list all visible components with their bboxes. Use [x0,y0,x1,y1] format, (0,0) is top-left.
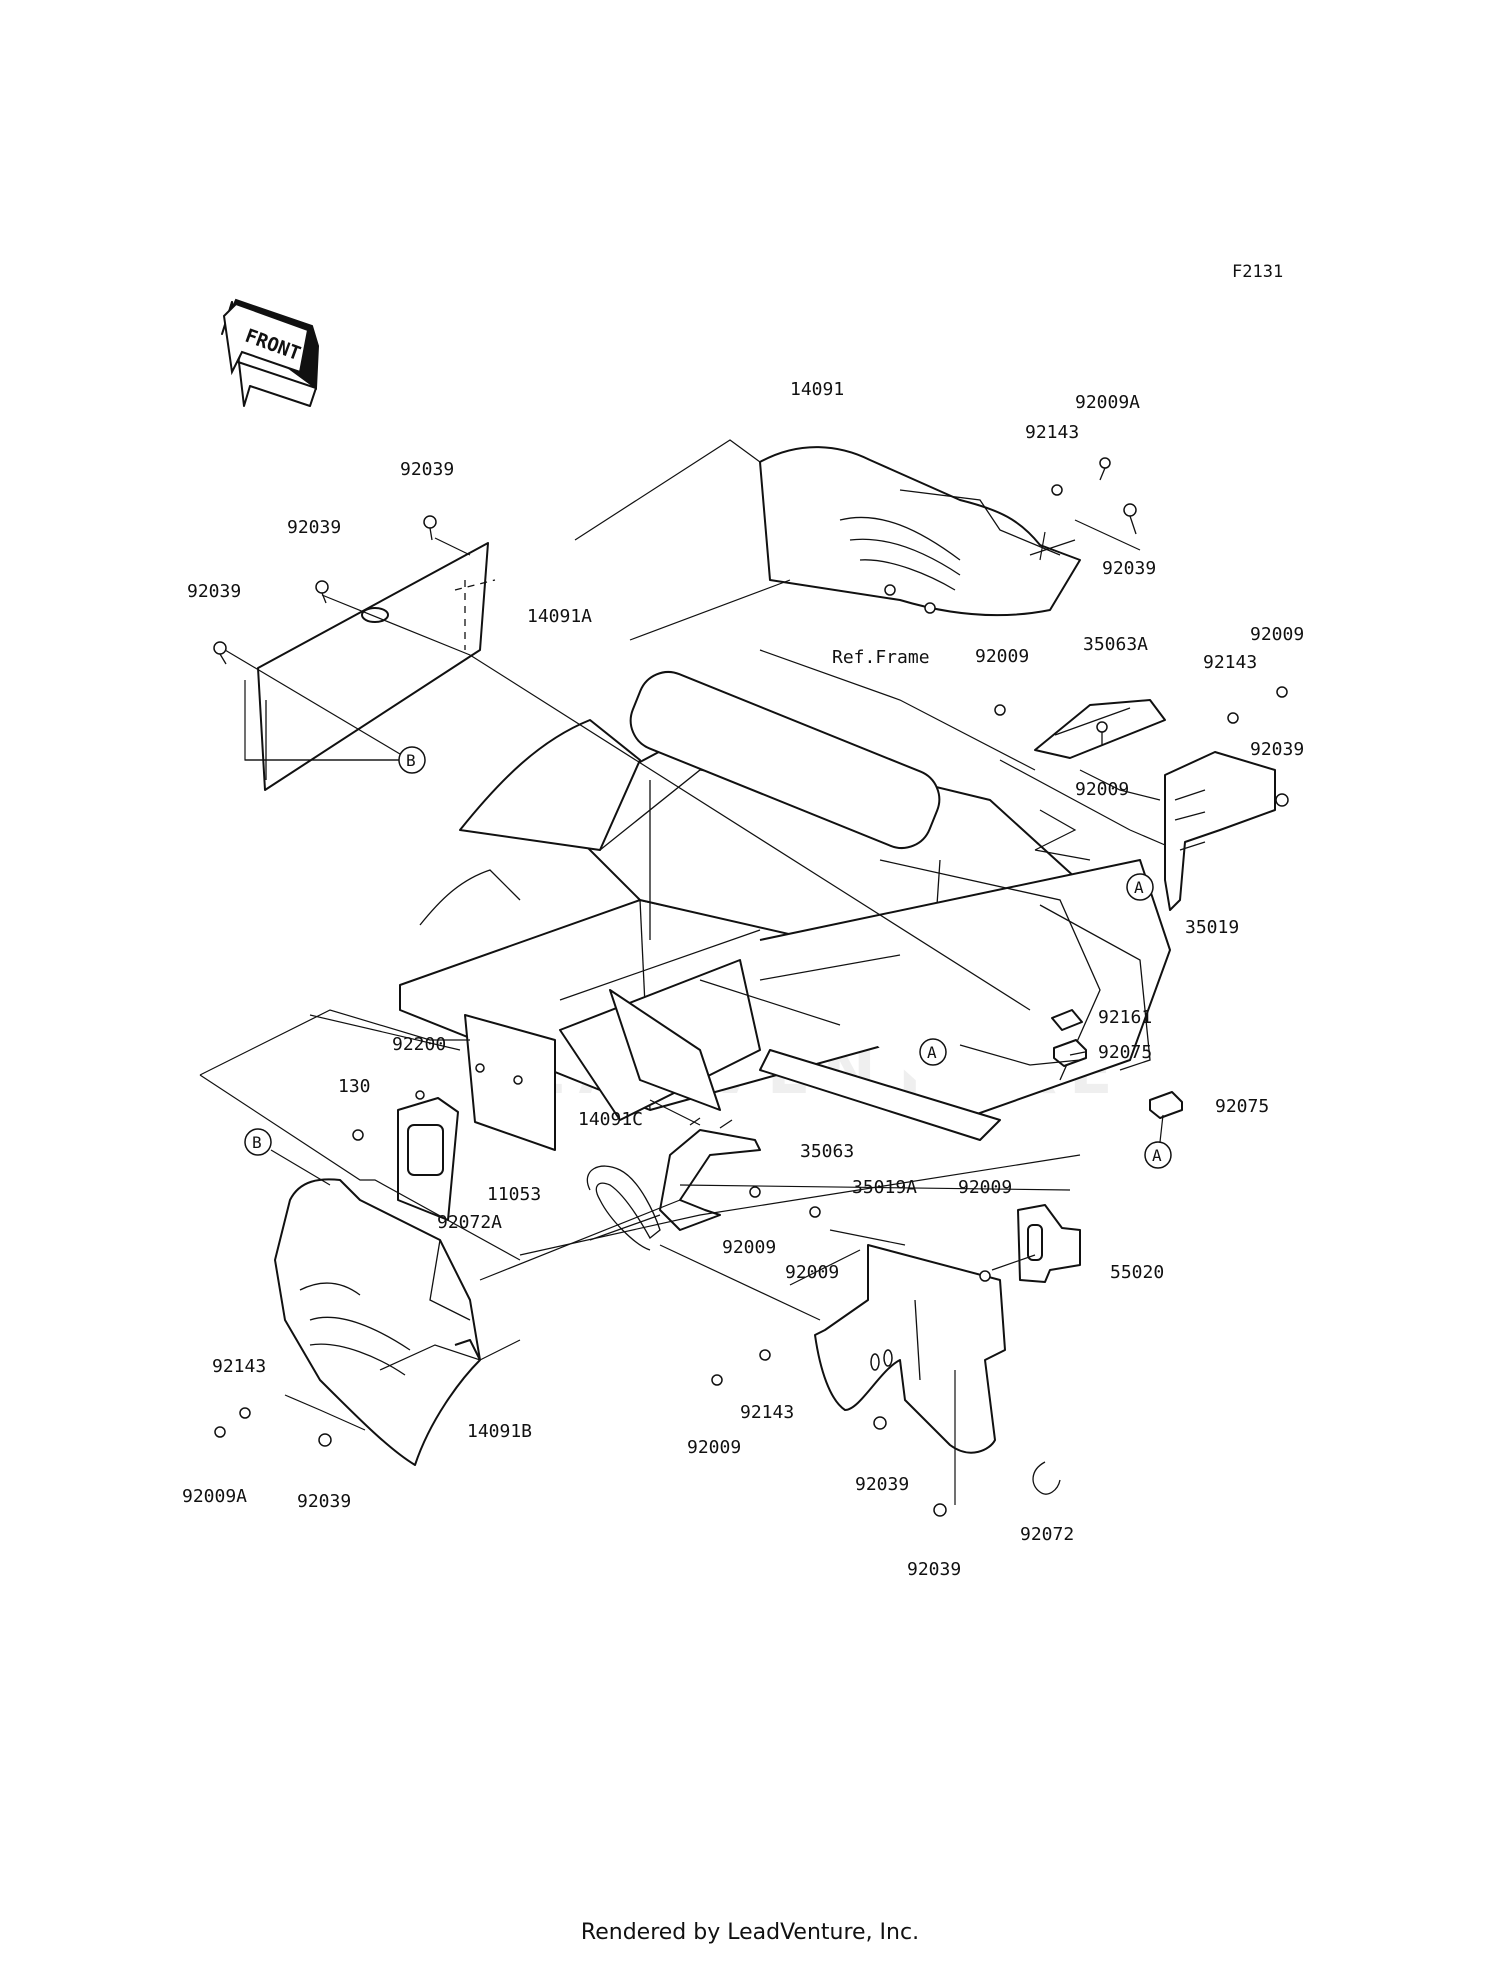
label-92143-right: 92143 [1203,652,1257,673]
bolt-92009A-top [1099,457,1111,481]
label-92009-right: 92009 [1250,624,1304,645]
label-92039-b: 92039 [287,517,341,538]
label-11053: 11053 [487,1184,541,1205]
washer-92143-bottom [759,1349,771,1361]
bolt-130 [352,1129,364,1141]
svg-text:B: B [406,751,416,770]
label-92039-c: 92039 [187,581,241,602]
washer-92143-right [1227,712,1239,724]
label-92072: 92072 [1020,1524,1074,1545]
bolt-92039-f [933,1370,956,1517]
svg-text:A: A [1134,878,1144,897]
strap-92072A [586,1165,661,1251]
pad-92075-b [1149,1091,1183,1119]
washer-92200 [415,1090,425,1100]
bolt-92009-mid1 [994,704,1006,716]
label-92072A: 92072A [437,1212,502,1233]
label-92039-top-right: 92039 [1102,558,1156,579]
label-92009-c: 92009 [958,1177,1012,1198]
label-35063: 35063 [800,1141,854,1162]
label-92143-top: 92143 [1025,422,1079,443]
plate-14091C [464,1014,556,1151]
label-35019A: 35019A [852,1177,917,1198]
bracket-11053 [397,1097,459,1221]
label-92009-mid1: 92009 [975,646,1029,667]
hardware [213,457,1289,1517]
label-92009A-top: 92009A [1075,392,1140,413]
leader-lines [199,439,1206,1431]
bolt-92009-mid2 [1096,721,1108,745]
bolt-92039-d [318,1433,332,1447]
bolt-92009-c [749,1186,761,1198]
bolt-92039-e [873,1416,887,1430]
panel-14091A [257,542,496,791]
callout-B-1: B [398,746,426,774]
label-92143-left: 92143 [212,1356,266,1377]
callout-A-2: A [919,1038,947,1066]
label-35019: 35019 [1185,917,1239,938]
footer-credit: Rendered by LeadVenture, Inc. [580,1920,920,1945]
label-92039-f: 92039 [907,1559,961,1580]
label-92143-bottom: 92143 [740,1402,794,1423]
bolt-92009A-left [214,1426,226,1438]
svg-text:A: A [927,1043,937,1062]
label-92009-f: 92009 [687,1437,741,1458]
label-130: 130 [338,1076,371,1097]
label-14091A: 14091A [527,606,592,627]
part-labels: 14091 92009A 92143 92039 Ref.Frame 35063… [182,379,1304,1580]
label-92075-a: 92075 [1098,1042,1152,1063]
bolt-92009-e [979,1270,991,1282]
pad-92161 [1051,1009,1083,1031]
bolt-92039-top-right [1123,503,1137,535]
label-ref-frame: Ref.Frame [832,647,930,668]
label-92039-a: 92039 [400,459,454,480]
label-92009-mid2: 92009 [1075,779,1129,800]
callout-A-3: A [1144,1114,1172,1169]
mudflap-35019A [814,1244,1006,1454]
bolt-92039-a [423,515,437,541]
label-92009A-left: 92009A [182,1486,247,1507]
bolt-92039-right [1275,793,1289,807]
washer-92143-left [239,1407,251,1419]
label-35063A: 35063A [1083,634,1148,655]
callout-A-1: A [1126,873,1154,901]
callout-B-2: B [244,1128,331,1186]
cover-14091B [274,1178,481,1466]
label-92009-e: 92009 [785,1262,839,1283]
clip-92072 [1032,1461,1061,1495]
diagram-id: F2131 [1232,262,1284,282]
label-92039-e: 92039 [855,1474,909,1495]
label-14091: 14091 [790,379,844,400]
label-55020: 55020 [1110,1262,1164,1283]
label-14091C: 14091C [578,1109,643,1130]
label-92200: 92200 [392,1034,446,1055]
cover-14091 [759,446,1081,617]
washer-92143-top [1051,484,1063,496]
label-92161: 92161 [1098,1007,1152,1028]
bolt-92009-right [1276,686,1288,698]
label-92075-b: 92075 [1215,1096,1269,1117]
label-14091B: 14091B [467,1421,532,1442]
label-92009-d: 92009 [722,1237,776,1258]
bracket-55020 [1017,1204,1081,1283]
svg-text:A: A [1152,1146,1162,1165]
front-arrow-icon: FRONT [221,298,320,407]
bolt-92039-b [315,580,329,604]
pad-92075-a [1053,1039,1087,1067]
label-92039-right: 92039 [1250,739,1304,760]
label-92039-d: 92039 [297,1491,351,1512]
bolt-92009-d [809,1206,821,1218]
svg-text:B: B [252,1133,262,1152]
bolt-92009-f [711,1374,723,1386]
mudflap-35019 [1164,751,1276,911]
bolt-92039-c [213,641,227,665]
